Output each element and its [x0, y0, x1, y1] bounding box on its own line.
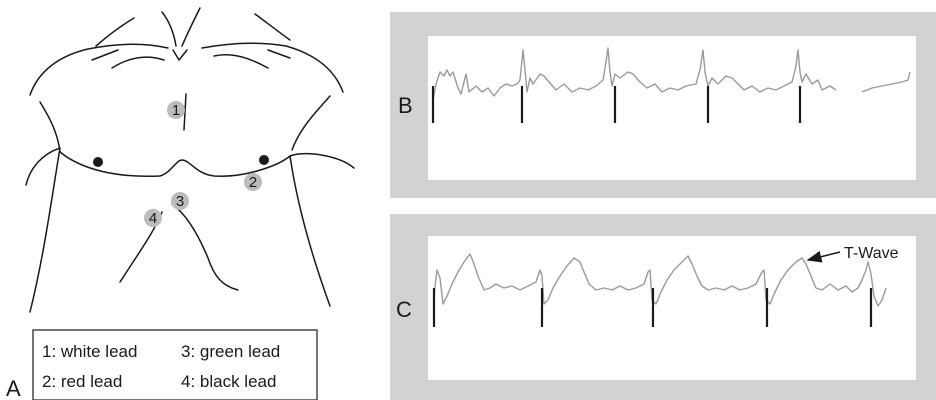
- panel-c: C T-Wave: [390, 214, 936, 400]
- torso-drawing: [26, 8, 354, 312]
- electrode-3: 3: [171, 192, 189, 210]
- legend-item-white: 1: white lead: [42, 342, 137, 361]
- panel-c-strip: [428, 236, 916, 380]
- electrode-1: 1: [167, 101, 185, 119]
- lead-legend: 1: white lead 3: green lead 2: red lead …: [33, 330, 317, 400]
- electrode-4-label: 4: [149, 210, 157, 227]
- electrode-4: 4: [144, 209, 162, 227]
- legend-item-black: 4: black lead: [181, 372, 276, 391]
- electrode-1-label: 1: [172, 102, 180, 119]
- left-nipple: [93, 157, 103, 167]
- electrode-3-label: 3: [176, 193, 184, 210]
- panel-b: B: [390, 12, 936, 198]
- right-nipple: [259, 155, 269, 165]
- electrode-2-label: 2: [249, 174, 257, 191]
- t-wave-label: T-Wave: [844, 245, 899, 262]
- panel-b-strip: [428, 36, 916, 180]
- panel-c-letter: C: [396, 297, 412, 322]
- panel-b-letter: B: [398, 93, 413, 118]
- legend-item-green: 3: green lead: [181, 342, 280, 361]
- panel-a-letter: A: [6, 376, 21, 400]
- panel-a: 1 2 3 4 1: white lead 3: green lead 2: r…: [6, 8, 354, 400]
- electrode-2: 2: [244, 173, 262, 191]
- legend-item-red: 2: red lead: [42, 372, 122, 391]
